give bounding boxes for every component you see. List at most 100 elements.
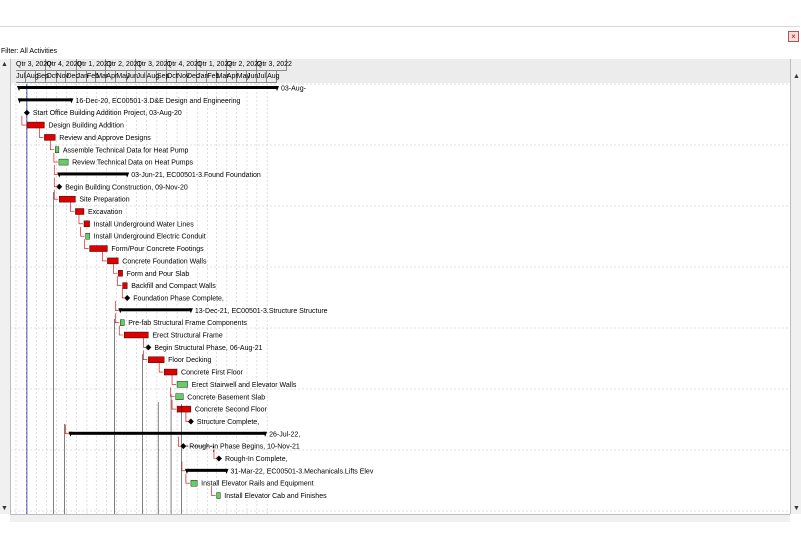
- critical-bar: [163, 368, 178, 376]
- critical-bar: [176, 405, 192, 413]
- month-header: May: [116, 71, 130, 83]
- activity-label: Install Underground Electric Conduit: [94, 234, 206, 241]
- activity-label: Begin Structural Phase, 06-Aug-21: [154, 345, 262, 352]
- month-header: Dec: [66, 71, 79, 83]
- link-line: [211, 486, 216, 496]
- scroll-up-icon[interactable]: ▲: [793, 73, 800, 80]
- critical-bar: [107, 257, 119, 265]
- critical-bar: [83, 220, 90, 228]
- activity-label: 31-Mar-22, EC00501-3.Mechanicals.Lifts E…: [231, 468, 374, 475]
- month-header: Jan: [76, 71, 88, 83]
- activity-label: 16-Dec-20, EC00501-3.D&E Design and Engi…: [75, 98, 240, 105]
- month-header: Feb: [207, 71, 219, 83]
- summary-cap: [275, 86, 280, 91]
- month-header: Mar: [96, 71, 108, 83]
- month-header: Feb: [86, 71, 99, 83]
- summary-cap: [184, 468, 189, 474]
- link-line: [49, 140, 55, 151]
- milestone-marker: [56, 183, 63, 190]
- activity-label: Start Office Building Addition Project, …: [33, 110, 182, 117]
- quarter-header: Qtr 2, 2021: [106, 59, 141, 71]
- activity-label: Install Underground Water Lines: [94, 221, 195, 228]
- summary-cap: [188, 308, 193, 314]
- activity-label: 26-Jul-22,: [269, 431, 300, 438]
- activity-label: Erect Stairwell and Elevator Walls: [192, 382, 297, 389]
- summary-cap: [118, 308, 123, 314]
- summary-cap: [69, 98, 74, 104]
- link-line: [185, 473, 190, 484]
- link-line: [185, 412, 190, 422]
- activity-label: Pre-fab Structural Frame Components: [128, 320, 247, 327]
- activity-label: Structure Complete,: [197, 419, 259, 426]
- quarter-header: Qtr 1, 2022: [197, 59, 232, 71]
- link-line: [178, 436, 183, 447]
- activity-bar: [190, 480, 198, 487]
- month-header: Jun: [247, 71, 258, 83]
- left-scrollbar[interactable]: ▲ ▼: [0, 59, 11, 514]
- close-icon[interactable]: ×: [788, 31, 799, 42]
- status-area: [0, 522, 800, 533]
- activity-label: Rough-In Complete,: [225, 456, 288, 463]
- critical-bar: [26, 121, 45, 129]
- filter-label: Filter: All Activities: [1, 48, 58, 55]
- summary-cap: [125, 172, 130, 178]
- critical-bar: [148, 356, 165, 363]
- link-line: [171, 375, 177, 385]
- activity-label: Site Preparation: [79, 197, 129, 204]
- link-line: [171, 399, 177, 410]
- link-line: [53, 189, 59, 200]
- month-header: Jul: [256, 71, 268, 83]
- summary-bar: [120, 308, 191, 312]
- month-header: Aug: [146, 71, 159, 83]
- activity-label: Install Elevator Rails and Equipment: [201, 481, 314, 488]
- month-header: Apr: [226, 71, 238, 83]
- month-header: Nov: [177, 71, 189, 83]
- quarter-header: Qtr 3, 2022: [256, 59, 292, 71]
- activity-label: 03-Jun-21, EC00501-3.Found Foundation: [131, 172, 261, 179]
- link-line: [84, 239, 89, 249]
- month-header: Oct: [46, 71, 57, 83]
- month-header: Sep: [36, 71, 49, 83]
- quarter-header: Qtr 4, 2021: [166, 59, 202, 71]
- activity-label: 03-Aug-: [281, 86, 307, 93]
- activity-label: Erect Structural Frame: [152, 333, 223, 340]
- link-line: [117, 276, 122, 286]
- activity-bar: [85, 232, 90, 240]
- link-line: [53, 177, 59, 188]
- activity-bar: [55, 146, 60, 153]
- scroll-down-icon[interactable]: ▼: [1, 505, 8, 512]
- critical-bar: [118, 270, 123, 277]
- scroll-up-icon[interactable]: ▲: [1, 61, 8, 68]
- link-line: [53, 152, 58, 163]
- quarter-header: Qtr 1, 2021: [76, 59, 112, 71]
- summary-cap: [17, 98, 22, 104]
- link-line: [121, 288, 127, 299]
- toolbar-area: [0, 0, 800, 27]
- gantt-chart: 03-Aug- 16-Dec-20, EC00501-3.D&E Design a…: [10, 83, 790, 514]
- summary-cap: [68, 431, 73, 437]
- quarter-header: Qtr 3, 2021: [136, 59, 171, 71]
- summary-bar: [186, 468, 227, 472]
- milestone-marker: [187, 418, 194, 425]
- month-header: Jul: [16, 71, 27, 83]
- activity-label: Install Elevator Cab and Finishes: [224, 493, 327, 500]
- summary-cap: [224, 468, 229, 474]
- milestone-marker: [215, 455, 222, 462]
- link-line: [114, 300, 120, 311]
- link-line: [143, 350, 148, 360]
- activity-label: Floor Decking: [168, 357, 211, 364]
- activity-label: Assemble Technical Data for Heat Pump: [63, 147, 189, 154]
- month-header: Aug: [26, 71, 39, 83]
- activity-label: Design Building Addition: [48, 123, 124, 130]
- critical-bar: [59, 195, 76, 203]
- critical-bar: [44, 134, 56, 141]
- horizontal-scrollbar[interactable]: [10, 514, 790, 523]
- right-scrollbar[interactable]: ▲ ▼: [790, 59, 801, 514]
- scroll-down-icon[interactable]: ▼: [793, 505, 800, 512]
- link-line: [143, 338, 148, 348]
- link-line: [170, 387, 175, 398]
- link-line: [65, 424, 70, 435]
- month-header: Aug: [267, 71, 280, 83]
- month-header: Jan: [197, 71, 208, 83]
